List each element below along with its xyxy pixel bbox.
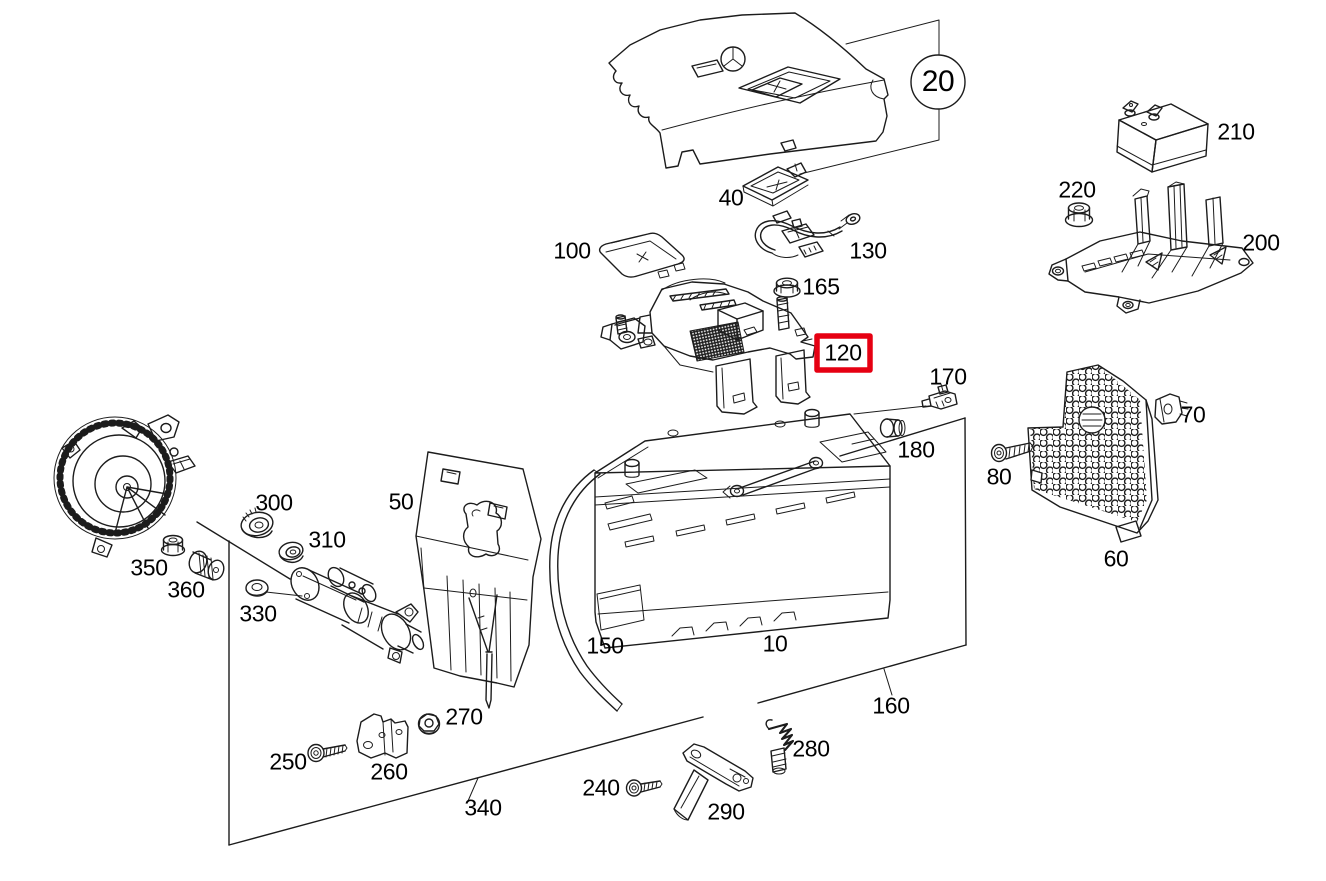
part-label-165[interactable]: 165 — [802, 273, 840, 300]
part-label-120[interactable]: 120 — [824, 339, 862, 366]
part-label-20[interactable]: 20 — [921, 65, 955, 98]
part-210-aux-battery-drawing[interactable] — [1116, 100, 1209, 173]
part-label-360[interactable]: 360 — [167, 576, 205, 603]
part-220-nut-drawing[interactable] — [1064, 202, 1094, 228]
part-label-200[interactable]: 200 — [1242, 229, 1280, 256]
part-label-340[interactable]: 340 — [464, 794, 502, 821]
part-350-nut-drawing[interactable] — [160, 534, 186, 557]
part-70-clip-drawing[interactable] — [1154, 393, 1189, 425]
part-170-clamp-drawing[interactable] — [853, 383, 958, 415]
part-label-250[interactable]: 250 — [269, 748, 307, 775]
part-label-70[interactable]: 70 — [1180, 401, 1206, 428]
part-260-bracket-drawing[interactable] — [356, 713, 409, 759]
part-300-cap-drawing[interactable] — [239, 507, 275, 539]
part-label-130[interactable]: 130 — [849, 237, 887, 264]
part-label-350[interactable]: 350 — [130, 554, 168, 581]
part-label-260[interactable]: 260 — [370, 758, 408, 785]
part-310-cap-drawing[interactable] — [277, 540, 304, 564]
highlight-box-120 — [814, 333, 873, 373]
part-100-cover-drawing[interactable] — [598, 232, 686, 279]
part-240-screw-drawing[interactable] — [625, 779, 663, 797]
part-180-cap-drawing[interactable] — [879, 418, 906, 438]
part-330-washer-drawing[interactable] — [245, 579, 303, 597]
part-label-60[interactable]: 60 — [1103, 545, 1129, 572]
part-150-vent-hose-drawing[interactable] — [549, 469, 623, 712]
group-20-callout[interactable] — [799, 19, 966, 175]
zone-160-boundary-lines — [757, 417, 967, 704]
part-200-mounting-bracket-drawing[interactable] — [1048, 181, 1254, 314]
part-label-160[interactable]: 160 — [872, 692, 910, 719]
part-label-80[interactable]: 80 — [986, 463, 1012, 490]
part-label-170[interactable]: 170 — [929, 363, 967, 390]
starter-motor-drawing[interactable] — [286, 563, 426, 664]
part-20-battery-cover-drawing[interactable] — [608, 12, 889, 169]
part-label-310[interactable]: 310 — [308, 526, 346, 553]
part-label-220[interactable]: 220 — [1058, 176, 1096, 203]
part-165-nut-drawing[interactable] — [773, 277, 801, 298]
part-270-nut-drawing[interactable] — [417, 713, 441, 735]
part-label-240[interactable]: 240 — [582, 774, 620, 801]
part-label-10[interactable]: 10 — [762, 630, 788, 657]
part-40-cover-plate-drawing[interactable] — [742, 162, 809, 207]
part-label-330[interactable]: 330 — [239, 600, 277, 627]
part-label-280[interactable]: 280 — [792, 735, 830, 762]
part-60-mesh-cover-drawing[interactable] — [1027, 364, 1159, 543]
part-290-bracket-drawing[interactable] — [673, 743, 754, 821]
part-130-cable-drawing[interactable] — [754, 210, 861, 258]
part-label-180[interactable]: 180 — [897, 436, 935, 463]
zone-340-boundary-lines — [196, 521, 704, 846]
part-80-screw-drawing[interactable] — [990, 442, 1034, 463]
part-label-290[interactable]: 290 — [707, 798, 745, 825]
part-10-main-battery-drawing[interactable] — [594, 408, 891, 649]
alternator-drawing[interactable] — [53, 414, 196, 558]
part-label-50[interactable]: 50 — [388, 488, 414, 515]
part-label-300[interactable]: 300 — [255, 489, 293, 516]
part-label-40[interactable]: 40 — [718, 184, 744, 211]
part-360-cap-drawing[interactable] — [187, 549, 227, 582]
part-label-270[interactable]: 270 — [445, 703, 483, 730]
part-label-210[interactable]: 210 — [1217, 118, 1255, 145]
part-250-screw-drawing[interactable] — [307, 743, 348, 763]
group-20-circle — [910, 54, 966, 110]
part-280-clip-drawing[interactable] — [765, 719, 795, 775]
part-label-150[interactable]: 150 — [586, 632, 624, 659]
part-120-battery-tray-drawing[interactable] — [600, 278, 816, 415]
part-50-bracket-drawing[interactable] — [415, 451, 542, 709]
part-label-100[interactable]: 100 — [553, 237, 591, 264]
